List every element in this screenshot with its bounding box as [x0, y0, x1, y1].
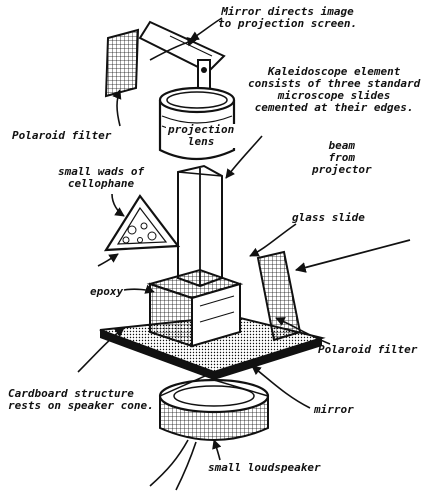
label-line: lens — [187, 135, 215, 148]
label-beam-from-projector: beam from projector — [312, 140, 372, 176]
label-line: beam — [328, 139, 356, 152]
label-line: Cardboard structure — [8, 387, 134, 400]
label-cellophane: small wads of cellophane — [58, 166, 144, 190]
label-line: projection — [168, 123, 235, 136]
glass-block — [146, 268, 244, 348]
label-polaroid-filter-top: Polaroid filter — [12, 129, 112, 142]
label-line: small wads of — [58, 165, 145, 178]
label-glass-slide: glass slide — [292, 211, 365, 224]
label-line: cemented at their edges. — [254, 101, 414, 114]
label-line: Mirror directs image — [221, 5, 354, 18]
label-line: microscope slides — [277, 89, 391, 102]
label-line: from — [328, 151, 356, 164]
label-small-loudspeaker: small loudspeaker — [208, 461, 321, 474]
kaleidoscope-prism — [177, 164, 223, 288]
label-mirror-directs: Mirror directs image to projection scree… — [218, 6, 357, 30]
label-line: Kaleidoscope element — [267, 65, 401, 78]
label-line: cellophane — [67, 177, 135, 190]
polaroid-filter-top — [104, 28, 140, 98]
label-line: rests on speaker cone. — [8, 399, 154, 412]
projector-beam — [294, 239, 411, 273]
label-cardboard-structure: Cardboard structure rests on speaker con… — [8, 388, 154, 412]
label-polaroid-filter-bottom: Polaroid filter — [318, 343, 418, 356]
label-line: projector — [312, 163, 372, 176]
label-mirror: mirror — [314, 403, 354, 416]
label-kaleidoscope-element: Kaleidoscope element consists of three s… — [248, 66, 420, 114]
cellophane-triangle — [103, 194, 181, 252]
leader-arrows — [77, 17, 331, 461]
label-line: consists of three standard — [248, 77, 421, 90]
label-line: to projection screen. — [218, 17, 358, 30]
label-projection-lens: projection lens — [166, 123, 237, 148]
small-loudspeaker — [149, 371, 270, 491]
label-epoxy: epoxy — [90, 285, 124, 298]
